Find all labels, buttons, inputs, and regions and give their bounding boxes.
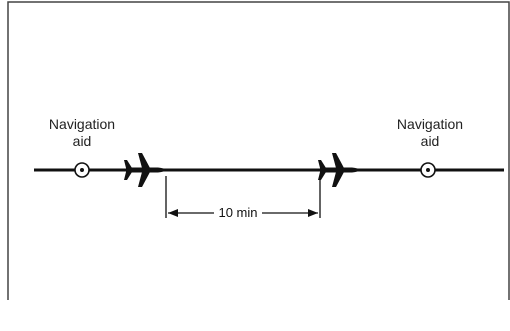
arrow-left-icon [168, 209, 178, 217]
navaid-icon [420, 162, 436, 178]
navaid-label-right-line1: Navigation [396, 116, 464, 132]
navaid-label-left-line2: aid [72, 133, 92, 149]
arrow-right-icon [308, 209, 318, 217]
diagram-frame [7, 1, 510, 300]
navaid-label-right-line2: aid [420, 133, 440, 149]
navaid-label-left-line1: Navigation [48, 116, 116, 132]
navaid-label-left: Navigation aid [27, 116, 137, 150]
airplane-icon [124, 153, 166, 187]
separation-label: 10 min [214, 205, 262, 221]
navaid-icon [74, 162, 90, 178]
airplane-icon [318, 153, 360, 187]
navaid-label-right: Navigation aid [375, 116, 485, 150]
